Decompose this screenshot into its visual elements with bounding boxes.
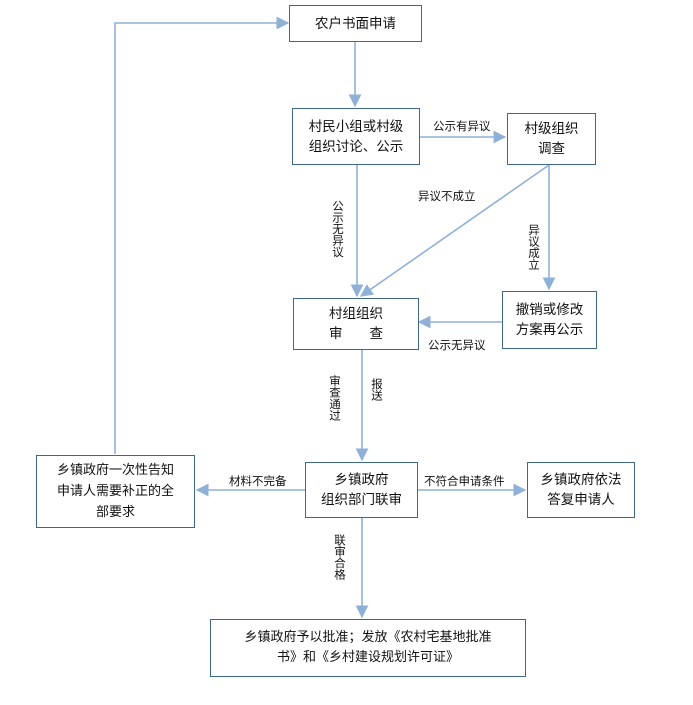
label-no-objection-2: 公示无异议 (428, 338, 486, 352)
node-revise: 撤销或修改 方案再公示 (502, 291, 597, 349)
node-discuss-line-2: 组织讨论、公示 (308, 138, 404, 155)
node-apply: 农户书面申请 (289, 5, 422, 42)
node-joint-line-2: 组织部门联审 (321, 492, 402, 508)
label-objection: 公示有异议 (433, 119, 491, 133)
node-reply: 乡镇政府依法 答复申请人 (527, 462, 635, 518)
label-joint-passed: 联审合格 (333, 534, 347, 580)
node-notify-line-1: 乡镇政府一次性告知 (56, 463, 174, 478)
label-no-objection-1: 公示无异议 (331, 200, 345, 258)
node-discuss-line-1: 村民小组或村级 (308, 118, 404, 135)
node-revise-line-2: 方案再公示 (515, 322, 584, 338)
node-notify-line-2: 申请人需要补正的全 (56, 484, 174, 499)
label-review-passed: 审查通过 (328, 375, 342, 421)
label-objection-valid: 异议成立 (527, 224, 541, 270)
node-approve-line-1: 乡镇政府予以批准；发放《农村宅基地批准 (244, 630, 492, 645)
node-apply-line-1: 农户书面申请 (315, 15, 396, 32)
node-joint-line-1: 乡镇政府 (334, 472, 389, 488)
arrow-notify-to-apply (114, 16, 290, 454)
node-reply-line-2: 答复申请人 (547, 492, 615, 508)
node-review: 村组组织 审 查 (293, 298, 419, 350)
node-review-line-1: 村组组织 (329, 306, 383, 322)
node-review-line-2: 审 查 (329, 326, 383, 342)
node-notify-line-3: 部要求 (95, 505, 135, 520)
node-investigate-line-2: 调查 (538, 141, 565, 157)
label-objection-invalid: 异议不成立 (418, 189, 476, 203)
node-joint: 乡镇政府 组织部门联审 (305, 462, 418, 518)
node-revise-line-1: 撤销或修改 (515, 302, 584, 318)
label-submit: 报送 (370, 378, 384, 401)
node-discuss: 村民小组或村级 组织讨论、公示 (292, 108, 420, 165)
node-approve: 乡镇政府予以批准；发放《农村宅基地批准 书》和《乡村建设规划许可证》 (210, 619, 526, 677)
arrow-investigate-to-review (359, 164, 550, 297)
node-notify: 乡镇政府一次性告知 申请人需要补正的全 部要求 (36, 455, 195, 528)
node-investigate-line-1: 村级组织 (524, 121, 579, 137)
node-approve-line-2: 书》和《乡村建设规划许可证》 (276, 650, 459, 665)
node-investigate: 村级组织 调查 (507, 113, 596, 165)
label-not-qualified: 不符合申请条件 (424, 474, 505, 488)
node-reply-line-1: 乡镇政府依法 (540, 472, 622, 488)
label-incomplete: 材料不完备 (229, 474, 287, 488)
